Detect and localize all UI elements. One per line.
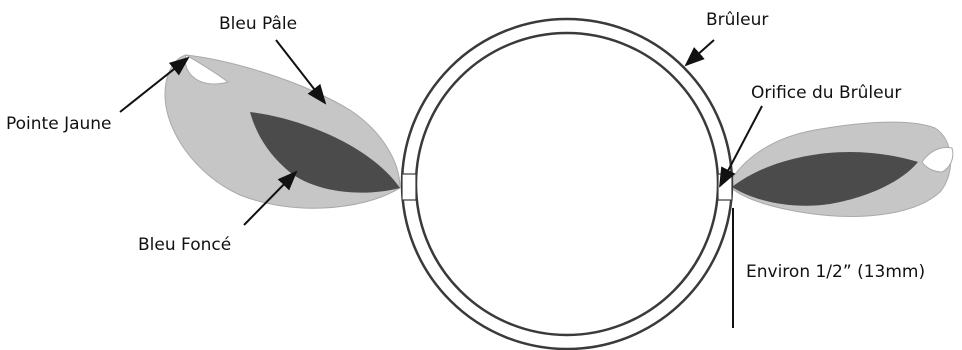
burner-label: Brûleur [706,10,768,30]
yellow-tip-label: Pointe Jaune [6,114,112,134]
burner-outer-edge [402,19,732,349]
burner-ring [402,19,732,349]
right-flame [728,122,953,216]
left-burner-port [402,174,416,200]
pale-blue-label: Bleu Pâle [219,14,297,34]
burner-arrow [686,40,714,65]
dark-blue-label: Bleu Foncé [138,235,231,255]
burner-port-label: Orifice du Brûleur [751,83,901,103]
distance-label: Environ 1/2” (13mm) [746,262,925,282]
burner-inner-edge [416,33,718,335]
